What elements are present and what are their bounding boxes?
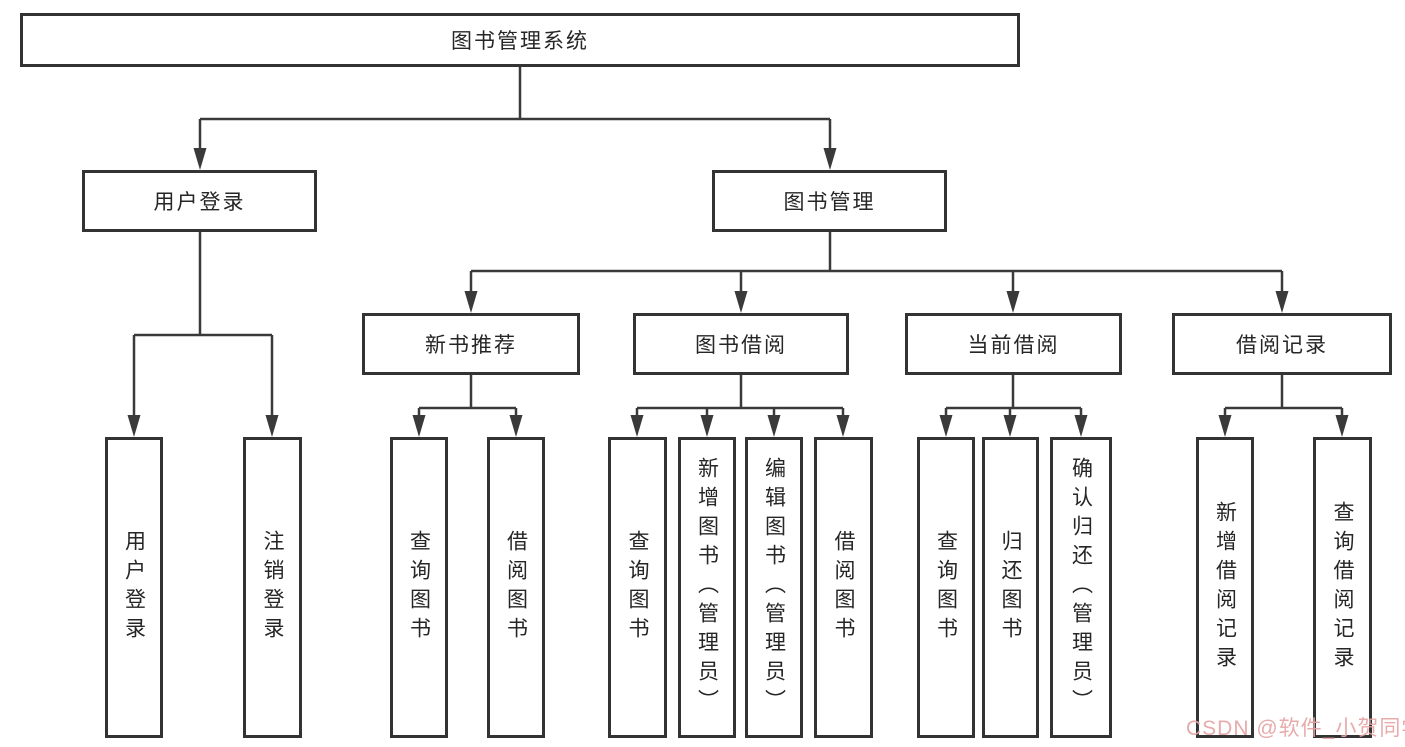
- node-query-books-current: 查询图书: [917, 437, 975, 738]
- node-label: 图书借阅: [695, 334, 787, 357]
- node-new-book-recommendation: 新书推荐: [362, 313, 580, 375]
- node-label: 借阅图书: [832, 529, 855, 646]
- node-user-login: 用户登录: [82, 170, 317, 232]
- node-query-books-recommend: 查询图书: [390, 437, 448, 738]
- node-return-books: 归还图书: [982, 437, 1039, 738]
- node-label: 查询图书: [626, 529, 649, 646]
- node-borrow-books-action: 借阅图书: [814, 437, 873, 738]
- node-library-system: 图书管理系统: [20, 13, 1020, 67]
- node-book-management: 图书管理: [712, 170, 947, 232]
- node-label: 当前借阅: [967, 334, 1060, 357]
- arrowheads: [127, 148, 1349, 437]
- node-current-borrowing: 当前借阅: [905, 313, 1122, 375]
- node-borrowing-records: 借阅记录: [1172, 313, 1392, 375]
- node-label: 新增借阅记录: [1213, 500, 1237, 675]
- node-label: 借阅记录: [1236, 334, 1328, 357]
- node-label: 图书管理: [783, 191, 876, 214]
- node-label: 归还图书: [999, 529, 1022, 646]
- node-query-books-borrow: 查询图书: [608, 437, 667, 738]
- node-label: 查询图书: [934, 529, 958, 646]
- node-label: 新增图书（管理员）: [695, 457, 719, 718]
- node-label: 借阅图书: [504, 529, 528, 646]
- node-add-borrow-record: 新增借阅记录: [1196, 437, 1254, 738]
- node-label: 图书管理系统: [451, 30, 589, 53]
- node-book-borrowing: 图书借阅: [633, 313, 849, 375]
- node-label: 用户登录: [122, 529, 146, 646]
- node-label: 确认归还（管理员）: [1069, 457, 1093, 718]
- node-add-books-admin: 新增图书（管理员）: [678, 437, 736, 738]
- node-label: 注销登录: [261, 529, 284, 646]
- node-edit-books-admin: 编辑图书（管理员）: [745, 437, 803, 738]
- node-label: 编辑图书（管理员）: [762, 457, 786, 718]
- watermark: CSDN @软件_小贺同学: [1186, 717, 1405, 740]
- node-label: 用户登录: [153, 191, 246, 214]
- node-label: 新书推荐: [425, 334, 517, 357]
- node-borrow-books-recommend: 借阅图书: [487, 437, 545, 738]
- node-label: 查询图书: [407, 529, 431, 646]
- node-confirm-return-admin: 确认归还（管理员）: [1050, 437, 1112, 738]
- node-logout-action: 注销登录: [243, 437, 302, 738]
- node-user-login-action: 用户登录: [105, 437, 163, 738]
- node-label: 查询借阅记录: [1331, 500, 1354, 675]
- node-query-borrow-record: 查询借阅记录: [1313, 437, 1372, 738]
